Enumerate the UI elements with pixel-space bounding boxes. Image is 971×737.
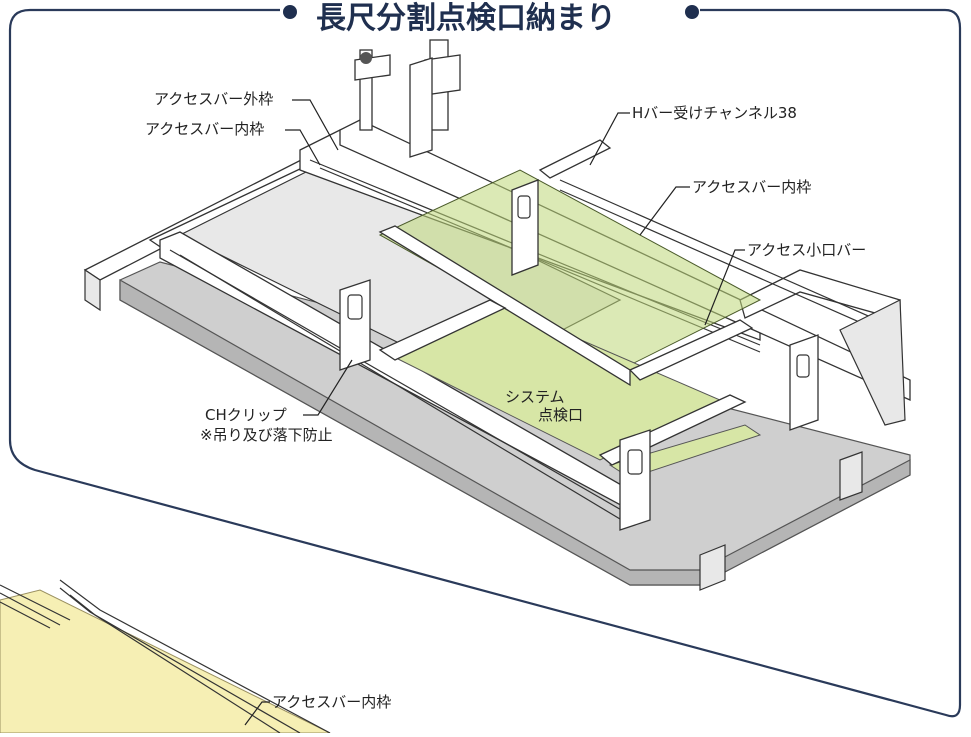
ch-clip-icon xyxy=(511,179,539,276)
ch-clip-icon xyxy=(339,279,371,371)
label-ch-clip-line1: CHクリップ xyxy=(205,406,287,424)
leader-lines xyxy=(244,99,745,726)
ch-clip-icon xyxy=(789,334,819,431)
h-bar-channel xyxy=(538,139,906,426)
ch-clip-icons xyxy=(339,57,819,531)
label-h-bar-channel: Hバー受けチャンネル38 xyxy=(632,104,797,122)
label-ch-clip-line2: ※吊り及び落下防止 xyxy=(200,426,333,444)
bar-end-caps xyxy=(699,451,863,591)
label-system-line2: 点検口 xyxy=(538,406,583,424)
label-access-bar-inner-right: アクセスバー内枠 xyxy=(692,178,811,196)
ch-clip-icon xyxy=(619,429,651,531)
title-bullet-right-icon xyxy=(685,5,699,19)
label-access-small-bar: アクセス小口バー xyxy=(747,241,866,259)
diagram-title: 長尺分割点検口納まり xyxy=(316,1,616,36)
label-access-bar-outer: アクセスバー外枠 xyxy=(154,90,273,108)
label-access-bar-inner-left: アクセスバー内枠 xyxy=(145,120,264,138)
hanger-rods xyxy=(354,39,461,131)
label-access-bar-inner-bottom: アクセスバー内枠 xyxy=(272,693,391,711)
ch-clip-icon xyxy=(409,57,433,158)
lower-panel-illustration xyxy=(0,579,331,734)
label-system-line1: システム xyxy=(505,388,565,406)
title-bullet-left-icon xyxy=(283,5,297,19)
